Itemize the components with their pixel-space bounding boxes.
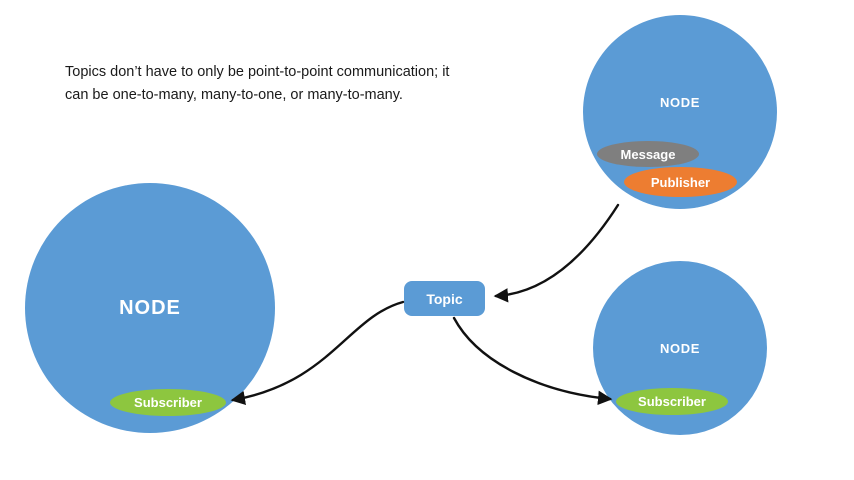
subscriber-ellipse-left: Subscriber — [110, 389, 226, 416]
description-line-1: Topics don’t have to only be point-to-po… — [65, 64, 450, 80]
publisher-label: Publisher — [650, 174, 711, 190]
subscriber-label-bottom-right: Subscriber — [638, 394, 706, 409]
topic-label: Topic — [426, 290, 463, 307]
arrow-topic-to-bottom-subscriber — [452, 316, 613, 406]
node-label-top-right: NODE — [660, 94, 700, 110]
subscriber-label-left: Subscriber — [134, 395, 202, 410]
message-ellipse: Message — [597, 141, 699, 167]
arrow-publisher-to-topic — [493, 203, 620, 303]
subscriber-ellipse-bottom-right: Subscriber — [616, 388, 728, 415]
description-line-2: can be one-to-many, many-to-one, or many… — [65, 87, 403, 103]
node-label-bottom-right: NODE — [660, 340, 700, 356]
publisher-ellipse: Publisher — [624, 167, 737, 197]
message-label: Message — [620, 146, 676, 162]
topic-box: Topic — [404, 281, 485, 316]
description-text: Topics don’t have to only be point-to-po… — [65, 61, 495, 107]
node-label-left: NODE — [119, 296, 181, 319]
